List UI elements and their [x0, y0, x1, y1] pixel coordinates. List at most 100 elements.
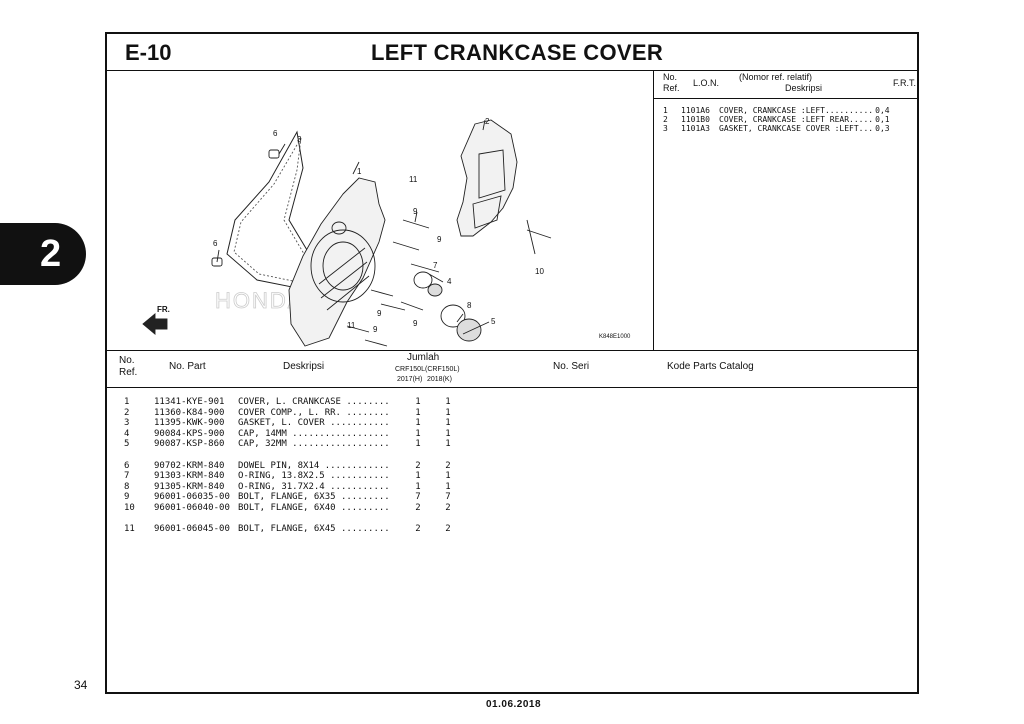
parts-row-part-number: 91305-KRM-840	[154, 481, 225, 492]
lon-row-no: 3	[663, 124, 668, 133]
figure-code: K848E1000	[599, 334, 631, 340]
row-group-spacer	[119, 450, 463, 461]
callout-11: 11	[409, 175, 418, 184]
parts-row-qty-2017: 1	[415, 397, 421, 407]
page-number: 34	[74, 678, 88, 692]
parts-row-ref: 8	[124, 481, 130, 492]
exploded-diagram-drawing: HONDA	[142, 117, 631, 347]
parts-row-ref: 4	[124, 428, 130, 439]
lon-row-no: 1	[663, 106, 668, 115]
parts-row-part-number: 96001-06045-00	[154, 524, 230, 535]
parts-row-qty-2018: 1	[445, 428, 451, 439]
callout-1: 1	[357, 167, 362, 176]
chapter-tab-number: 2	[40, 233, 62, 275]
parts-row-part-number: 90702-KRM-840	[154, 460, 225, 471]
callout-11b: 11	[347, 321, 356, 330]
parts-row-description: CAP, 32MM ..................	[238, 439, 390, 450]
parts-row-qty-2017: 1	[415, 481, 421, 492]
callout-3: 3	[297, 135, 302, 144]
parts-row-description: O-RING, 31.7X2.4 ...........	[238, 481, 390, 492]
parts-row-description: BOLT, FLANGE, 6X40 .........	[238, 502, 390, 513]
parts-row-part-number: 91303-KRM-840	[154, 471, 225, 482]
parts-header-part: No. Part	[169, 361, 206, 372]
footer-date: 01.06.2018	[486, 699, 542, 710]
exploded-diagram: HONDA	[107, 70, 654, 350]
parts-table-row: 10 96001-06040-00 BOLT, FLANGE, 6X40 .....…	[119, 503, 463, 514]
parts-row-ref: 7	[124, 471, 130, 482]
parts-row-part-number: 11360-K84-900	[154, 407, 225, 418]
lon-header-no: No.	[663, 72, 678, 82]
parts-row-part-number: 11395-KWK-900	[154, 418, 225, 429]
parts-table-rows: 1 11341-KYE-901 COVER, L. CRANKCASE ......…	[119, 397, 463, 535]
lon-header-deskripsi: Deskripsi	[785, 83, 823, 93]
parts-header-catalog: Kode Parts Catalog	[667, 361, 754, 372]
parts-row-ref: 11	[124, 524, 135, 535]
parts-row-description: GASKET, L. COVER ...........	[238, 418, 390, 429]
direction-label: FR.	[157, 305, 170, 314]
callout-6b: 6	[213, 239, 218, 248]
parts-row-qty-2017: 7	[415, 492, 421, 503]
parts-header-qty: Jumlah	[407, 352, 440, 363]
section-code: E-10	[125, 40, 172, 65]
parts-row-qty-2017: 1	[415, 439, 421, 450]
callout-9b: 9	[437, 235, 442, 244]
parts-row-ref: 1	[124, 397, 130, 407]
parts-table-row: 3 11395-KWK-900 GASKET, L. COVER .........…	[119, 418, 463, 429]
lon-row-frt: 0,1	[875, 115, 890, 124]
parts-table-row: 8 91305-KRM-840 O-RING, 31.7X2.4 .........…	[119, 482, 463, 493]
parts-row-qty-2018: 1	[445, 418, 451, 429]
parts-row-description: CAP, 14MM ..................	[238, 428, 390, 439]
lon-row-desc: COVER, CRANKCASE :LEFT REAR.....	[719, 115, 874, 124]
parts-row-qty-2018: 1	[445, 397, 451, 407]
callout-5: 5	[491, 317, 496, 326]
parts-row-qty-2018: 1	[445, 407, 451, 418]
parts-row-qty-2017: 1	[415, 471, 421, 482]
parts-row-qty-2017: 2	[415, 524, 421, 535]
callout-7: 7	[433, 261, 438, 270]
parts-row-qty-2018: 1	[445, 439, 451, 450]
parts-row-qty-2018: 7	[445, 492, 451, 503]
lon-header-lon: L.O.N.	[693, 78, 720, 88]
parts-header-year1: 2017(H)	[397, 376, 423, 383]
parts-row-part-number: 90087-KSP-860	[154, 439, 225, 450]
parts-row-part-number: 11341-KYE-901	[154, 397, 225, 407]
parts-row-ref: 10	[124, 502, 135, 513]
parts-header-ref: Ref.	[119, 367, 138, 378]
parts-row-qty-2017: 1	[415, 418, 421, 429]
catalog-page-frame: E-10 LEFT CRANKCASE COVER HONDA	[105, 32, 919, 694]
parts-header-model2: (CRF150L)	[425, 366, 460, 373]
lon-row-no: 2	[663, 115, 668, 124]
callout-9e: 9	[373, 325, 378, 334]
parts-header-serial: No. Seri	[553, 361, 590, 372]
parts-row-ref: 6	[124, 460, 130, 471]
parts-table-row: 4 90084-KPS-900 CAP, 14MM ................…	[119, 429, 463, 440]
parts-row-description: O-RING, 13.8X2.5 ...........	[238, 471, 390, 482]
parts-row-part-number: 90084-KPS-900	[154, 428, 225, 439]
parts-row-ref: 9	[124, 492, 130, 503]
parts-row-description: COVER, L. CRANKCASE ........	[238, 397, 390, 407]
parts-row-description: COVER COMP., L. RR. ........	[238, 407, 390, 418]
parts-table-row: 1 11341-KYE-901 COVER, L. CRANKCASE ......…	[119, 397, 463, 408]
parts-table-row: 11 96001-06045-00 BOLT, FLANGE, 6X45 .....…	[119, 524, 463, 535]
parts-row-description: BOLT, FLANGE, 6X45 .........	[238, 524, 390, 535]
lon-header-ref: Ref.	[663, 83, 680, 93]
parts-row-part-number: 96001-06040-00	[154, 502, 230, 513]
labor-operation-table: No. Ref. L.O.N. (Nomor ref. relatif) Des…	[653, 70, 919, 350]
parts-row-description: BOLT, FLANGE, 6X35 .........	[238, 492, 390, 503]
lon-row-code: 1101A6	[681, 106, 710, 115]
row-group-spacer	[119, 514, 463, 525]
parts-row-qty-2018: 2	[445, 460, 451, 471]
lon-row-frt: 0,3	[875, 124, 890, 133]
parts-row-qty-2017: 2	[415, 460, 421, 471]
parts-row-ref: 3	[124, 418, 130, 429]
parts-row-qty-2017: 1	[415, 407, 421, 418]
parts-table-row: 7 91303-KRM-840 O-RING, 13.8X2.5 .........…	[119, 471, 463, 482]
lon-header-nomor: (Nomor ref. relatif)	[739, 72, 813, 82]
parts-header-model1: CRF150L	[395, 366, 425, 373]
